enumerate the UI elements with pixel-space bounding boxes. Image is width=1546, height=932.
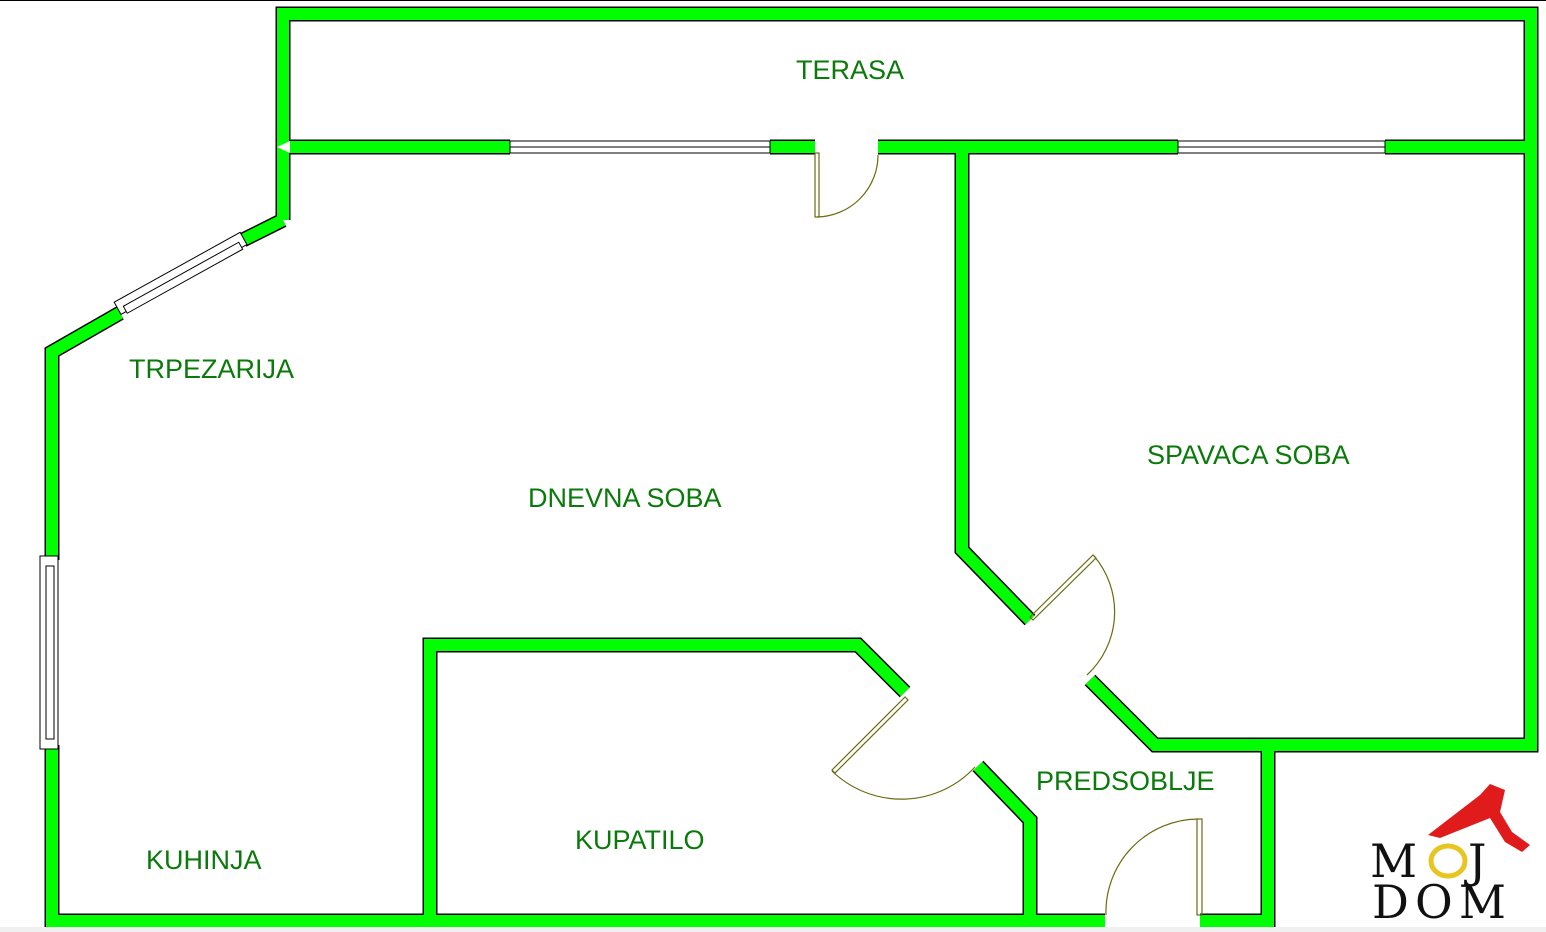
label-predsoblje: PREDSOBLJE (1036, 766, 1215, 796)
walls (44, 6, 1539, 929)
door-bathroom[interactable] (831, 696, 976, 800)
label-kuhinja: KUHINJA (146, 845, 262, 875)
windows (39, 140, 1386, 750)
moj-dom-logo: M J DOM (1370, 784, 1530, 929)
label-kupatilo: KUPATILO (575, 825, 705, 855)
bottom-strip (0, 927, 1546, 932)
door-entrance[interactable] (1105, 818, 1203, 916)
doors (814, 152, 1203, 916)
label-dnevna-soba: DNEVNA SOBA (528, 483, 722, 513)
window-dining (113, 231, 248, 316)
label-terasa: TERASA (796, 55, 904, 85)
door-terrace[interactable] (814, 152, 879, 218)
svg-text:M: M (1370, 834, 1417, 888)
label-spavaca-soba: SPAVACA SOBA (1147, 440, 1350, 470)
label-trpezarija: TRPEZARIJA (129, 354, 294, 384)
logo-o (1428, 843, 1468, 879)
logo-roof (1428, 784, 1530, 852)
door-bedroom[interactable] (1029, 554, 1116, 676)
svg-text:J: J (1464, 834, 1486, 888)
svg-text:DOM: DOM (1372, 875, 1506, 929)
north-arrow-marker (277, 141, 290, 153)
room-labels: TERASA TRPEZARIJA DNEVNA SOBA SPAVACA SO… (129, 55, 1350, 875)
